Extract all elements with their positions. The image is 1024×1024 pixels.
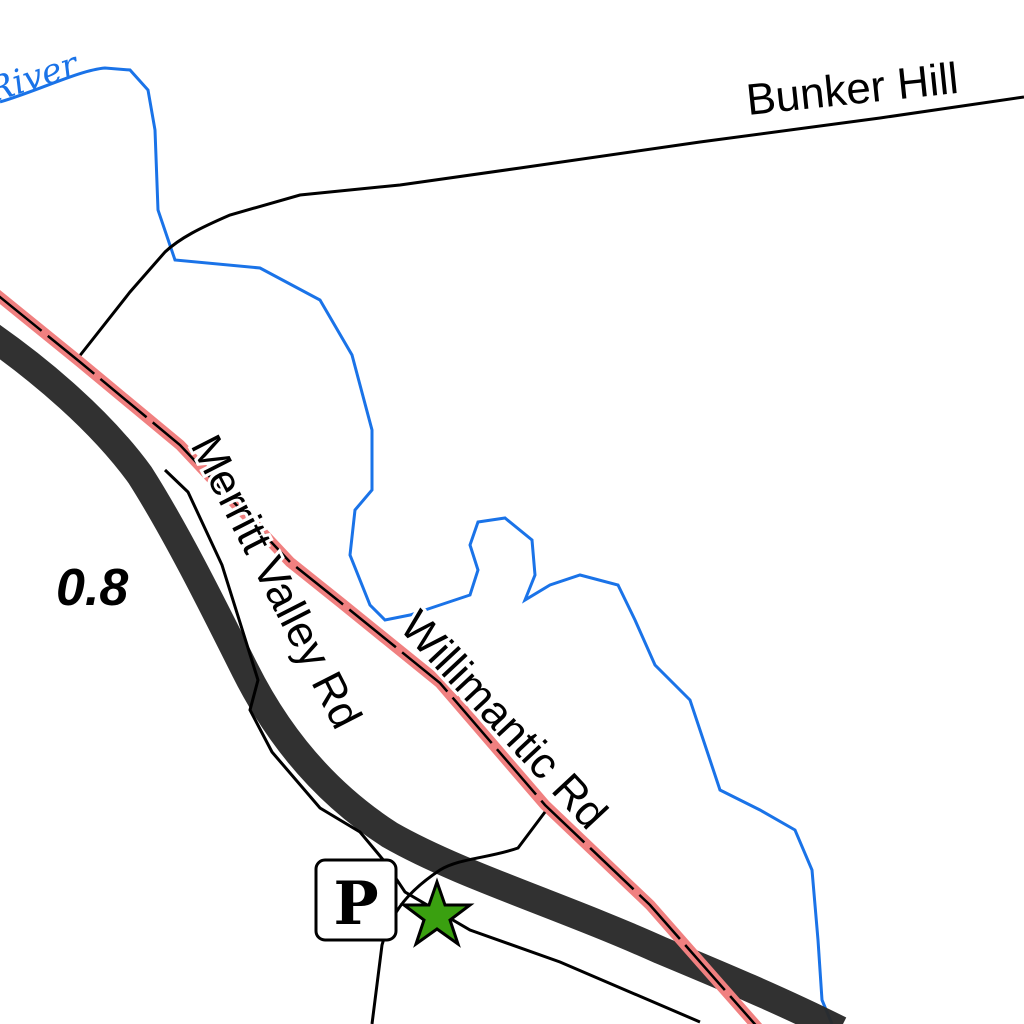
river-line (0, 66, 834, 1024)
merritt-valley-road[interactable] (163, 468, 701, 1024)
bunker-hill-road[interactable] (76, 95, 1024, 359)
trailhead-star-icon[interactable] (399, 877, 475, 948)
distance-label: 0.8 (56, 559, 128, 617)
parking-icon[interactable]: P (314, 858, 398, 942)
highway-route[interactable] (0, 324, 847, 1024)
willimantic-road[interactable] (0, 293, 760, 1024)
parking-label: P (333, 869, 378, 939)
